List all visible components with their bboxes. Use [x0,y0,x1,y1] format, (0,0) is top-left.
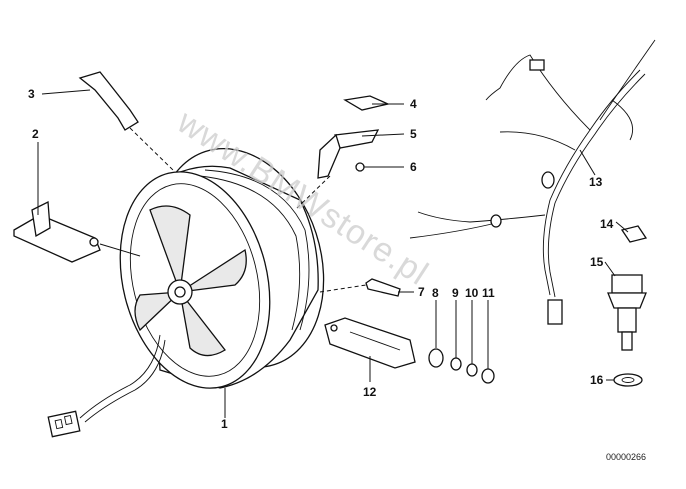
callout-10: 10 [465,286,479,300]
fan-hub-nut [174,286,186,298]
callout-15: 15 [590,255,604,269]
clip-part-14 [620,225,648,243]
clip-leader [294,175,331,211]
grommet-part-8 [428,348,444,368]
callout-8: 8 [432,286,439,300]
nut-part-11 [481,368,495,384]
callout-3: 3 [28,87,35,101]
callout-6: 6 [410,160,417,174]
plate-part-5-leg [317,133,341,179]
bracket-left-hole [89,237,99,247]
fan-assembly [47,148,325,438]
fan-shroud-rim-line [204,169,310,331]
bracket-top-strap [78,71,139,131]
bracket-left [13,200,141,263]
harness-connector [529,59,545,71]
switch-hex [607,292,647,309]
seal-ring-hole [621,377,635,383]
washer-part-9 [450,357,462,371]
callout-2: 2 [32,127,39,141]
fan-blade [149,205,191,293]
washer-part-10 [466,363,478,377]
harness-grommet [541,171,555,189]
bracket-top-leader [129,127,176,173]
plate-part-5 [334,129,380,149]
bracket-lower [324,317,416,369]
harness-main-2 [547,73,646,298]
fan-cable-2 [84,339,166,423]
callout-13: 13 [589,175,603,189]
harness-branch [499,131,576,151]
bracket-lower-hole [330,324,338,332]
callout-9: 9 [452,286,459,300]
wiring-harness [409,39,656,325]
fan-connector-pin [54,418,64,430]
fan-blade [179,291,226,357]
bracket-left-plate [13,214,101,263]
clip-part-4 [343,95,391,111]
screw-part-6 [355,162,365,172]
fan-connector-pin [63,414,73,426]
harness-grommet [490,214,502,228]
callout-16: 16 [590,373,604,387]
harness-branch [409,221,501,239]
callout-7: 7 [418,285,425,299]
bracket-lower-slot [349,331,401,351]
bolt-leader [319,284,367,293]
callout-12: 12 [363,385,377,399]
callout-11: 11 [482,286,495,300]
switch-head [611,274,643,294]
callout-4: 4 [410,97,417,111]
image-code: 00000266 [606,452,646,462]
mount-clip-group [294,95,391,211]
callout-labels: 1 2 3 4 5 6 7 8 9 10 11 12 13 14 15 16 [28,87,614,431]
harness-branch [417,211,546,223]
temperature-switch [607,274,647,351]
harness-plug [547,299,563,325]
fan-blade [179,248,247,293]
bracket-left-tab [31,200,51,238]
bolt-part-7 [365,278,401,297]
harness-branch [599,39,656,121]
bracket-lower-plate [324,317,416,369]
switch-probe [621,331,633,351]
fan-cable [79,334,161,419]
harness-main [542,69,641,296]
bracket-left-leader [99,243,141,257]
fan-front-ring-inner [129,183,261,377]
fan-blade [134,291,182,332]
fan-shroud-rim-line-2 [199,175,301,331]
callout-5: 5 [410,127,417,141]
callout-14: 14 [600,217,614,231]
fastener-group [319,278,495,384]
callout-leaders [37,89,629,418]
callout-1: 1 [221,417,228,431]
bracket-top [78,71,176,173]
fan-connector [47,410,81,438]
switch-thread [617,307,637,333]
harness-branch [485,54,591,131]
harness-branch [611,99,634,141]
seal-ring-part-16 [613,373,643,387]
